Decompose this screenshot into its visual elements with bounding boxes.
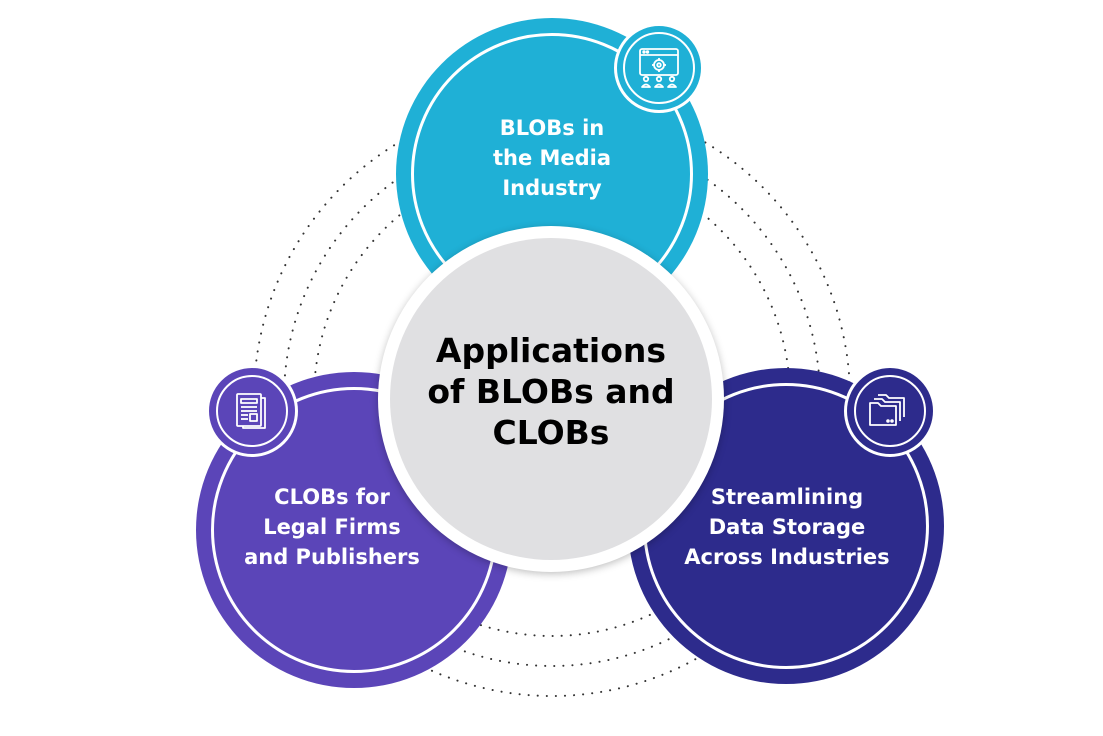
node-media-label: BLOBs in the Media Industry — [440, 113, 664, 203]
node-storage-label-line: Data Storage — [708, 515, 866, 539]
node-storage-badge — [844, 365, 936, 457]
center-title: Applications of BLOBs and CLOBs — [396, 330, 706, 453]
folders-icon — [854, 375, 926, 447]
node-media-label-line: the Media — [492, 146, 612, 170]
node-legal-badge — [206, 365, 298, 457]
node-storage-label: Streamlining Data Storage Across Industr… — [664, 482, 910, 572]
node-legal-label-line: and Publishers — [244, 545, 420, 569]
node-legal-label: CLOBs for Legal Firms and Publishers — [218, 482, 446, 572]
node-legal-label-line: Legal Firms — [263, 515, 401, 539]
center-title-line: of BLOBs and — [427, 372, 675, 411]
node-legal-label-line: CLOBs for — [274, 485, 390, 509]
node-media-label-line: Industry — [502, 176, 602, 200]
center-title-line: CLOBs — [492, 413, 610, 452]
center-title-line: Applications — [435, 331, 667, 370]
media-network-icon — [623, 32, 695, 104]
node-media-label-line: BLOBs in — [499, 116, 605, 140]
node-storage-label-line: Across Industries — [684, 545, 890, 569]
document-icon — [216, 375, 288, 447]
center-hub-fill — [390, 238, 712, 560]
node-storage-label-line: Streamlining — [710, 485, 864, 509]
node-media-badge — [614, 23, 704, 113]
